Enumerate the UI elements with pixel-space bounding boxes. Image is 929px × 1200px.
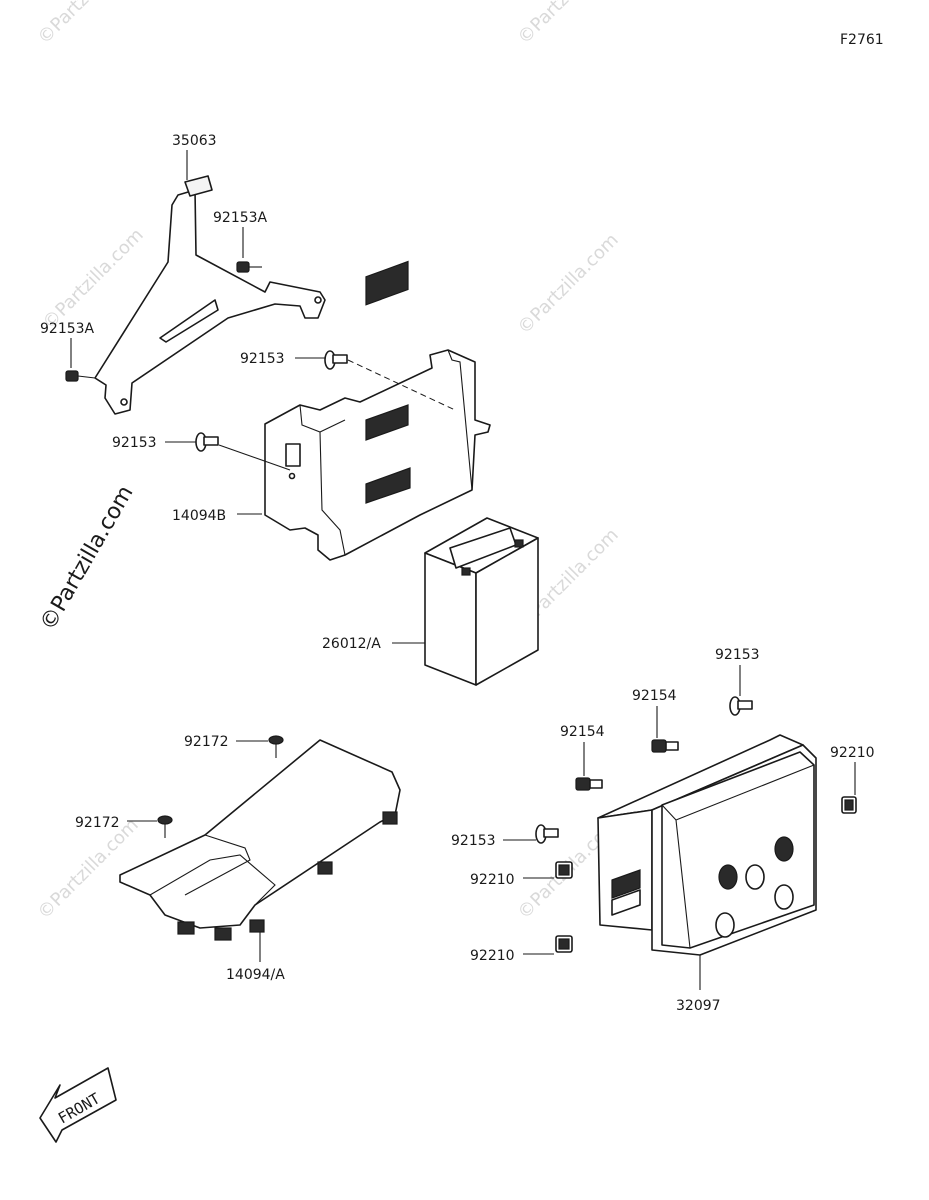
nut-92210-c[interactable]	[523, 935, 573, 955]
battery-case-14094B[interactable]	[237, 260, 491, 561]
callout-92154-b: 92154	[560, 724, 605, 740]
callout-92153-b: 92153	[112, 435, 157, 451]
callout-92153-a: 92153	[240, 351, 285, 367]
callout-35063: 35063	[172, 133, 217, 149]
battery-26012A[interactable]	[392, 517, 539, 686]
callout-92153-c: 92153	[715, 647, 760, 663]
bolt-92153-b[interactable]	[165, 432, 291, 471]
watermark-bold: ©Partzilla.com	[36, 482, 139, 635]
callout-92210-c: 92210	[470, 948, 515, 964]
bolt-92154-b[interactable]	[575, 742, 603, 791]
nut-92210-a[interactable]	[841, 762, 857, 814]
watermark-mid-center: ©Partzilla.com	[514, 230, 623, 339]
callout-92153A-top: 92153A	[213, 210, 268, 226]
bolt-92153-c[interactable]	[729, 665, 753, 716]
callout-26012A: 26012/A	[322, 636, 381, 652]
bolt-92153-a[interactable]	[295, 350, 456, 411]
cover-14094A[interactable]	[119, 739, 401, 962]
bolt-92153A-top[interactable]	[236, 227, 262, 273]
callout-92172-b: 92172	[75, 815, 120, 831]
bolt-92153A-left[interactable]	[65, 338, 96, 382]
callout-32097: 32097	[676, 998, 721, 1014]
front-arrow-icon: FRONT	[39, 1067, 117, 1143]
callout-92153-d: 92153	[451, 833, 496, 849]
callout-92210-b: 92210	[470, 872, 515, 888]
callout-92154-a: 92154	[632, 688, 677, 704]
bracket-35063[interactable]	[94, 150, 326, 415]
bolt-92153-d[interactable]	[503, 824, 559, 844]
callout-92210-a: 92210	[830, 745, 875, 761]
bolt-92154-a[interactable]	[651, 706, 679, 753]
box-32097[interactable]	[597, 734, 817, 990]
figure-code: F2761	[840, 32, 884, 48]
callout-14094B: 14094B	[172, 508, 226, 524]
watermark-top-center: ©Partzilla.com	[514, 0, 623, 49]
callout-92153A-left: 92153A	[40, 321, 95, 337]
callout-92172-a: 92172	[184, 734, 229, 750]
callout-14094A: 14094/A	[226, 967, 285, 983]
watermark-top-left: ©Partzilla.com	[34, 0, 143, 49]
screw-92172-a[interactable]	[236, 735, 284, 758]
watermark-mid-left: ©Partzilla.com	[39, 225, 148, 334]
screw-92172-b[interactable]	[127, 815, 173, 838]
nut-92210-b[interactable]	[523, 861, 573, 879]
